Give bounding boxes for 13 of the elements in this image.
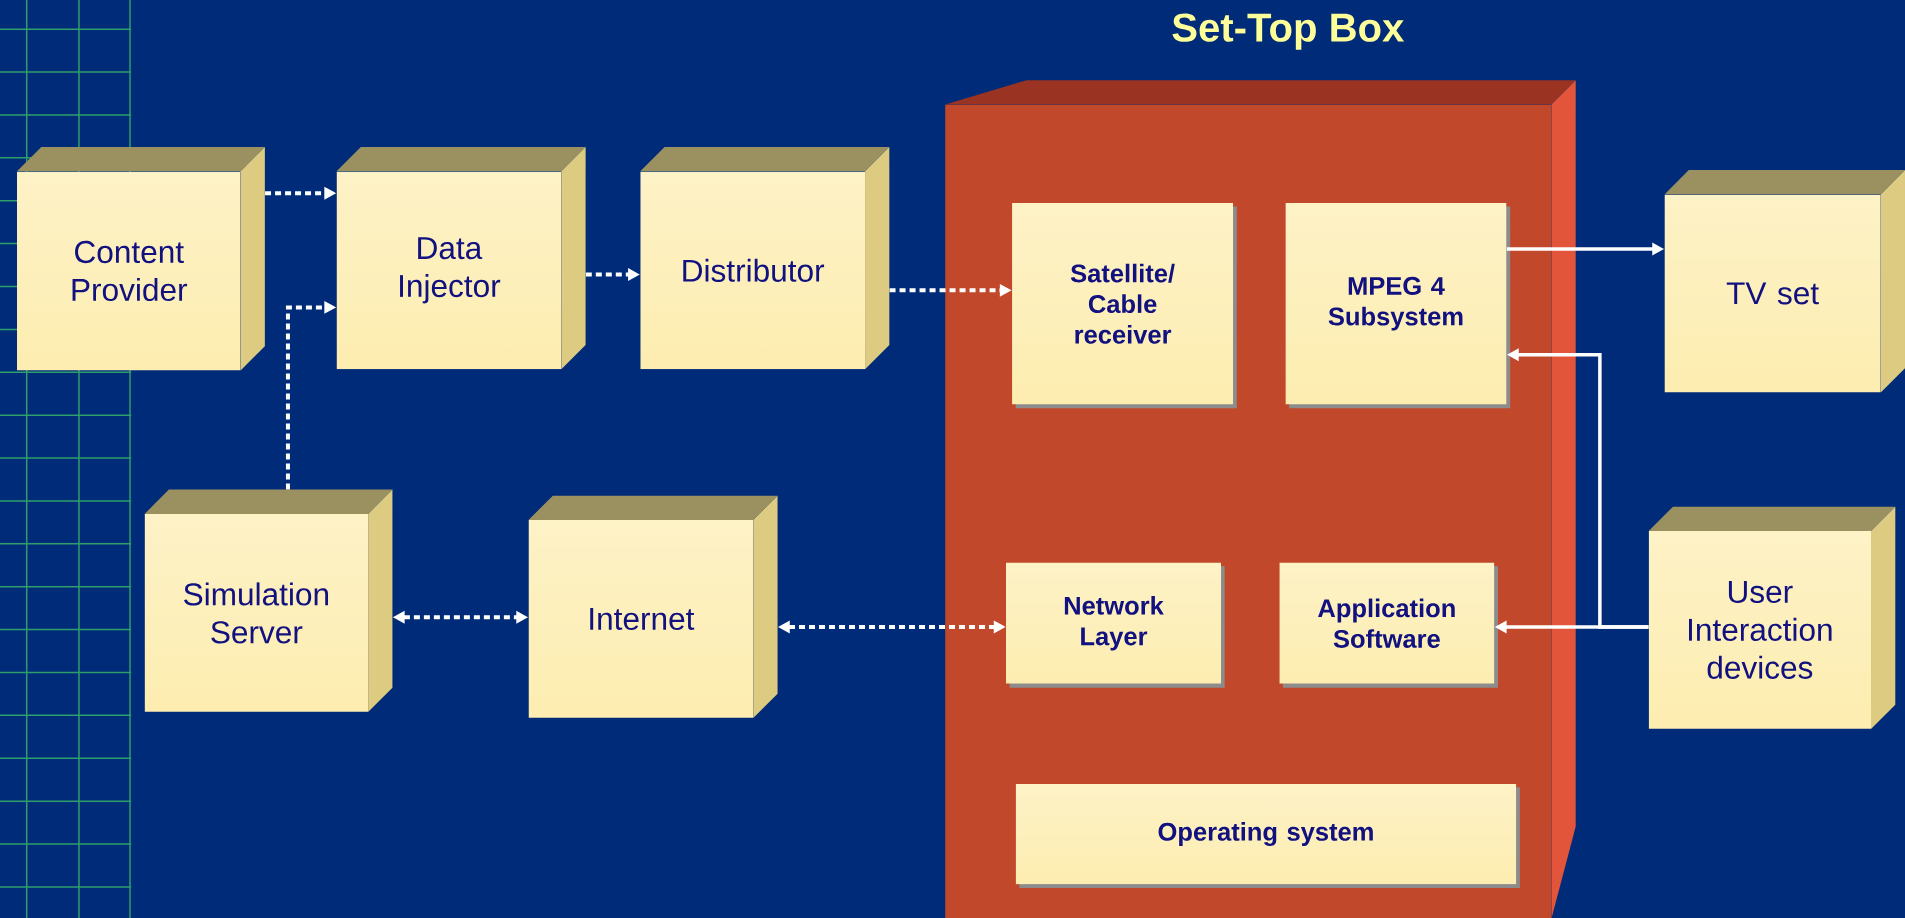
block: Network Layer (1005, 562, 1225, 688)
block: Data Injector (336, 147, 586, 370)
block: Internet (528, 495, 778, 719)
block: Operating system (1015, 783, 1520, 889)
node-label: Set-Top Box (1172, 13, 1405, 50)
block: TV set (1664, 170, 1905, 393)
block: User Interaction devices (1648, 506, 1896, 729)
block: MPEG 4 Subsystem (1285, 202, 1511, 409)
block: Content Provider (17, 147, 265, 371)
block: Simulation Server (144, 489, 393, 712)
block: Distributor (640, 147, 890, 370)
block: Application Software (1279, 562, 1498, 688)
block: Satellite/ Cable receiver (1012, 202, 1237, 409)
